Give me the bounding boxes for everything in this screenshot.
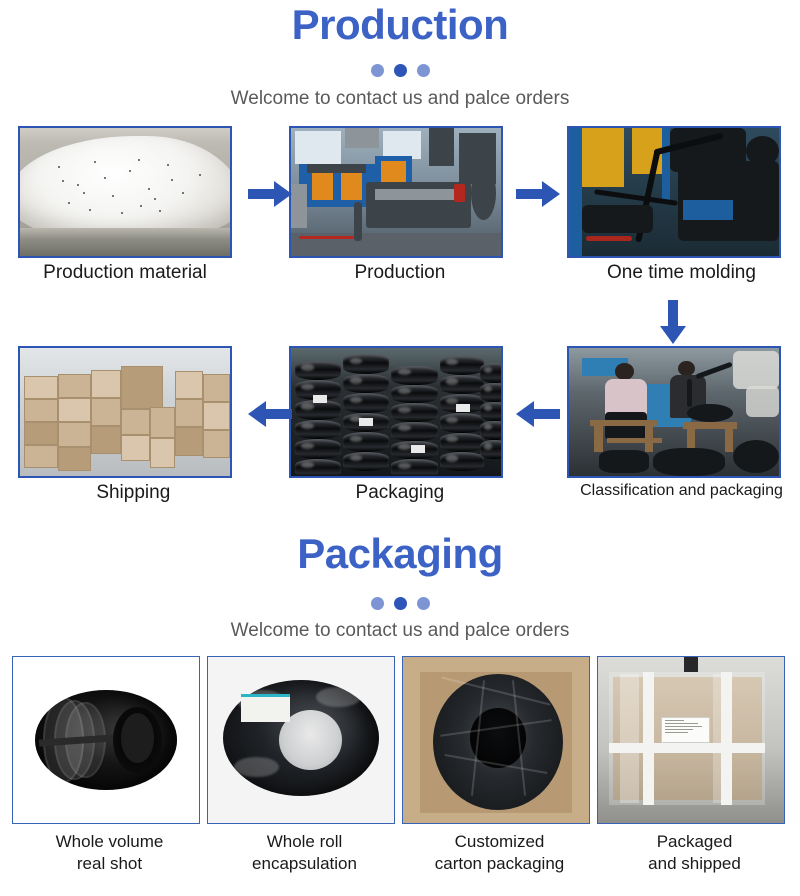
shrink-wrapped-coil-photo (207, 656, 395, 824)
arrow-right-production-to-molding (516, 180, 560, 208)
caption-line-1: Whole volume (55, 832, 164, 851)
production-dots (0, 64, 800, 77)
dot-middle (393, 64, 407, 77)
black-hose-coil-stacks-photo (288, 346, 503, 478)
caption-line-2: real shot (76, 853, 143, 873)
packaging-item-customized-carton-packaging: Customized carton packaging (402, 656, 597, 875)
white-plastic-pellets-photo (18, 126, 232, 258)
arrow-left-packaging-to-shipping (248, 400, 292, 428)
packaging-item-packaged-and-shipped: Packaged and shipped (597, 656, 792, 875)
production-title: Production (291, 1, 509, 48)
step-production: Production (267, 126, 534, 284)
caption-classification-and-packaging: Classification and packaging (580, 482, 783, 499)
step-production-material: Production material (0, 126, 267, 284)
caption-whole-roll-encapsulation: Whole roll encapsulation (207, 831, 402, 875)
packaging-title: Packaging (297, 530, 503, 577)
extrusion-machine-photo (288, 126, 503, 258)
stacked-cartons-warehouse-photo (18, 346, 232, 478)
production-flow-row-2: Shipping (0, 346, 800, 504)
production-flow-row-1: Production material (0, 126, 800, 284)
caption-line-1: Customized (454, 832, 545, 851)
coil-in-carton-photo (402, 656, 590, 824)
wrapped-pallet-photo (597, 656, 785, 824)
caption-one-time-molding: One time molding (607, 262, 756, 283)
caption-line-2: and shipped (648, 853, 741, 873)
dot-left (370, 597, 384, 610)
production-subtitle: Welcome to contact us and palce orders (230, 88, 570, 109)
step-packaging: Packaging (267, 346, 534, 504)
molding-machine-photo (567, 126, 782, 258)
caption-line-1: Packaged (656, 832, 733, 851)
dot-left (370, 64, 384, 77)
caption-whole-volume-real-shot: Whole volume real shot (12, 831, 207, 875)
caption-production: Production (354, 262, 446, 283)
caption-packaged-and-shipped: Packaged and shipped (597, 831, 792, 875)
caption-line-2: carton packaging (434, 853, 565, 873)
packaging-subtitle: Welcome to contact us and palce orders (230, 620, 570, 641)
dot-right (416, 597, 430, 610)
step-classification-and-packaging: Classification and packaging (533, 346, 800, 504)
workers-sorting-coils-photo (567, 346, 782, 478)
caption-production-material: Production material (43, 262, 207, 283)
arrow-right-material-to-production (248, 180, 292, 208)
caption-shipping: Shipping (96, 482, 171, 503)
step-shipping: Shipping (0, 346, 267, 504)
packaging-item-whole-roll-encapsulation: Whole roll encapsulation (207, 656, 402, 875)
black-hose-coil-photo (12, 656, 200, 824)
caption-packaging: Packaging (355, 482, 445, 503)
dot-middle (393, 597, 407, 610)
packaging-dots (0, 597, 800, 610)
arrow-down-molding-to-classification (659, 300, 687, 344)
caption-line-1: Whole roll (266, 832, 343, 851)
packaging-item-whole-volume-real-shot: Whole volume real shot (12, 656, 207, 875)
arrow-left-classification-to-packaging (516, 400, 560, 428)
dot-right (416, 64, 430, 77)
step-one-time-molding: One time molding (533, 126, 800, 284)
caption-line-2: encapsulation (252, 853, 357, 873)
packaging-gallery: Whole volume real shot (12, 656, 792, 875)
caption-customized-carton-packaging: Customized carton packaging (402, 831, 597, 875)
